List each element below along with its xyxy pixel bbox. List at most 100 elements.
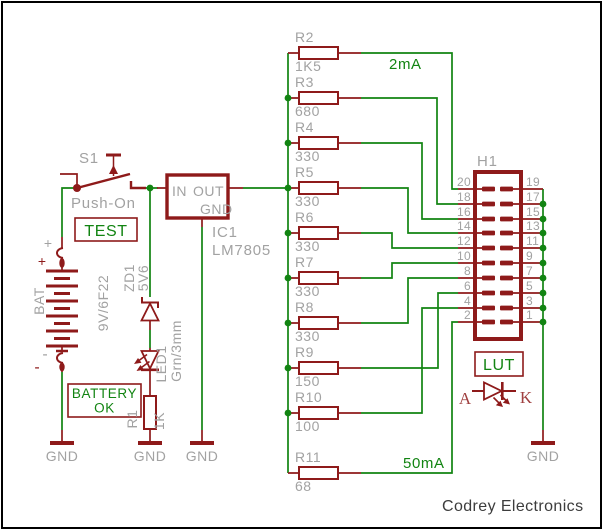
battery-plates: [46, 269, 78, 348]
ic-name-label: IC1: [212, 224, 238, 241]
out-bus-net: [243, 53, 289, 473]
svg-text:16: 16: [457, 205, 471, 219]
resistor-r8: R8 330: [295, 299, 339, 344]
header-right-pin-numbers: 19 17 15 13 11 9 7 5 3 1: [526, 175, 540, 322]
lut-label: LUT: [483, 357, 515, 374]
ic-pin-gnd-label: GND: [200, 201, 233, 217]
test-box: TEST: [74, 217, 138, 242]
battery-minus-pin: -: [34, 359, 39, 376]
zener-zd1: ZD1 5V6: [121, 264, 160, 322]
battery-pin-bottom: [59, 362, 65, 372]
r1-value-label: 1K: [151, 412, 167, 430]
lut-led-triangle: [483, 381, 504, 401]
resistor-name: R9: [295, 344, 314, 360]
lut-led-emission-arrows: [492, 394, 510, 407]
zener-name-label: ZD1: [121, 264, 137, 292]
resistor-name: R10: [295, 389, 322, 405]
junction-dots: [146, 94, 547, 417]
switch-type-label: Push-On: [71, 195, 136, 212]
ic-value-label: LM7805: [212, 242, 271, 259]
battery-plus-net: +: [44, 235, 52, 251]
zener-anode-triangle: [140, 301, 160, 322]
lut-box: LUT: [474, 351, 524, 377]
current-min-label: 2mA: [389, 56, 422, 73]
resistor-to-pin-nets: [361, 52, 458, 474]
resistor-r9: R9 150: [295, 344, 339, 389]
resistor-name: R4: [295, 119, 314, 135]
switch-blade: [76, 172, 131, 190]
svg-text:8: 8: [464, 264, 471, 278]
gnd-labels: GND GND GND GND: [46, 448, 559, 464]
resistor-name: R3: [295, 74, 314, 90]
svg-text:18: 18: [457, 190, 471, 204]
header-name-label: H1: [477, 153, 498, 170]
svg-text:15: 15: [526, 205, 540, 219]
svg-text:20: 20: [457, 175, 471, 189]
battery-plus-pin: +: [38, 253, 46, 269]
resistor-name: R8: [295, 299, 314, 315]
resistor-ladder: R2 1K5 R3 680 R4 330 R5 330 R6 330 R7 33…: [295, 29, 339, 494]
battery-value-label: 9V/6F22: [95, 275, 111, 331]
current-max-label: 50mA: [403, 455, 445, 472]
resistor-value: 330: [295, 328, 320, 344]
resistor-r5: R5 330: [295, 164, 339, 209]
resistor-r3: R3 680: [295, 74, 339, 119]
led1-triangle: [140, 350, 160, 371]
lut-cathode-label: K: [520, 388, 533, 407]
led1-symbol: LED1 Grn/3mm: [134, 320, 184, 383]
resistor-r10: R10 100: [295, 389, 339, 434]
battery-pin-top: [59, 258, 65, 268]
svg-text:19: 19: [526, 175, 540, 189]
battery-ok-box: BATTERY OK: [67, 383, 142, 418]
svg-text:6: 6: [464, 279, 471, 293]
gnd-label-r1: GND: [134, 448, 167, 464]
resistor-r11: R11 68: [295, 449, 339, 494]
led1-value-label: Grn/3mm: [168, 320, 184, 382]
svg-text:2: 2: [464, 308, 471, 322]
svg-text:7: 7: [526, 264, 533, 278]
svg-text:12: 12: [457, 234, 471, 248]
switch-s1: S1 Push-On: [60, 150, 146, 212]
battery-clip-top: [56, 247, 64, 259]
resistor-value: 330: [295, 283, 320, 299]
resistor-name: R7: [295, 254, 314, 270]
svg-text:4: 4: [464, 294, 471, 308]
lut-anode-label: A: [459, 389, 472, 408]
resistor-r4: R4 330: [295, 119, 339, 164]
battery-symbol: + + - - BAT 9V/6F22: [31, 235, 111, 376]
battery-name-label: BAT: [31, 287, 47, 315]
switch-actuator-arrow: [109, 165, 118, 174]
resistor-r6: R6 330: [295, 209, 339, 254]
r1-name-label: R1: [124, 410, 140, 429]
resistor-r1: R1 1K: [124, 395, 167, 430]
resistor-value: 150: [295, 373, 320, 389]
resistor-value: 330: [295, 238, 320, 254]
component-pin-stubs: [61, 52, 544, 474]
svg-text:10: 10: [457, 249, 471, 263]
resistor-value: 68: [295, 478, 312, 494]
resistor-value: 680: [295, 103, 320, 119]
resistor-value: 100: [295, 418, 320, 434]
brand-text: Codrey Electronics: [442, 498, 583, 515]
svg-text:3: 3: [526, 294, 533, 308]
switch-fixed-contact: [129, 181, 146, 190]
resistor-name: R6: [295, 209, 314, 225]
battery-clip-bottom: [56, 352, 64, 364]
resistor-name: R5: [295, 164, 314, 180]
zener-value-label: 5V6: [135, 265, 151, 291]
svg-text:9: 9: [526, 249, 533, 263]
voltage-regulator-ic1: IN OUT GND IC1 LM7805: [165, 173, 271, 259]
ic-pin-in-label: IN: [172, 183, 187, 199]
svg-text:13: 13: [526, 219, 540, 233]
svg-text:5: 5: [526, 279, 533, 293]
switch-name-label: S1: [79, 150, 99, 167]
header-left-pin-numbers: 20 18 16 14 12 10 8 6 4 2: [457, 175, 471, 322]
gnd-label-ic: GND: [186, 448, 219, 464]
ic-pin-out-label: OUT: [193, 183, 224, 199]
svg-text:14: 14: [457, 219, 471, 233]
gnd-label-battery: GND: [46, 448, 79, 464]
resistor-name: R11: [295, 449, 321, 465]
svg-text:11: 11: [526, 234, 539, 248]
